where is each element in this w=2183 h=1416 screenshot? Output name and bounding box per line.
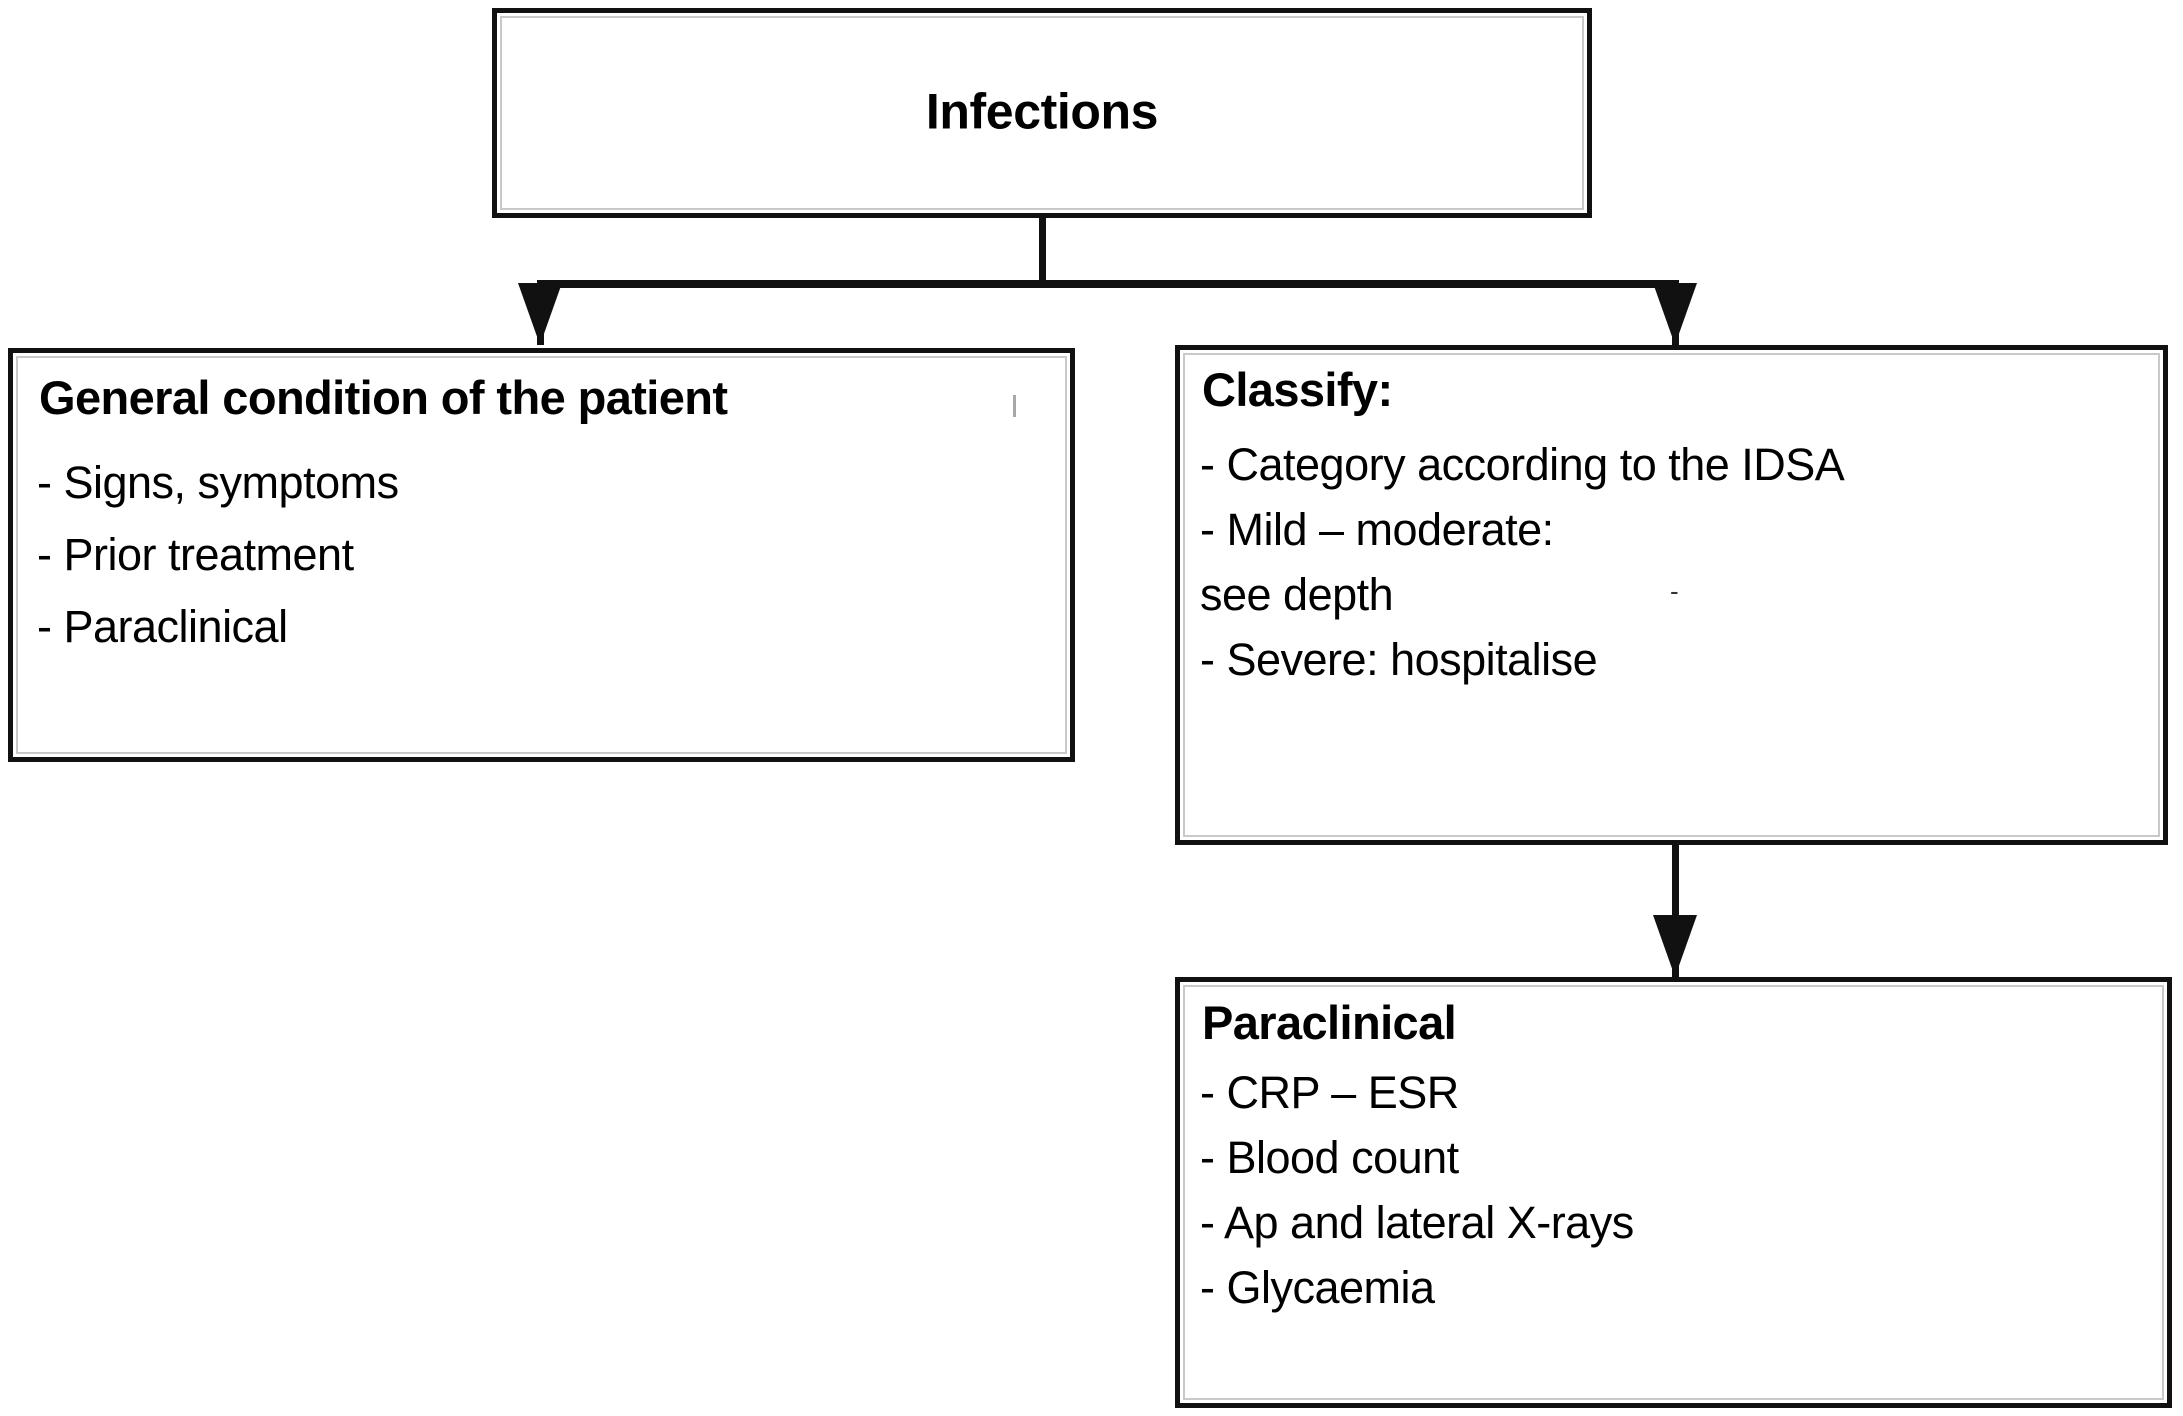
list-item: - Glycaemia: [1200, 1262, 1435, 1313]
node-classify-body: Classify: - Category according to the ID…: [1180, 350, 2163, 840]
node-general-condition-list: - Signs, symptoms - Prior treatment - Pa…: [37, 456, 1058, 672]
tick-mark-artifact: [1013, 395, 1016, 417]
list-item: - Ap and lateral X-rays: [1200, 1197, 1634, 1248]
arrow-down-icon-paraclinical: [1653, 915, 1697, 977]
arrow-down-icon-general: [518, 283, 562, 345]
list-item: - Prior treatment: [37, 529, 354, 580]
list-item: see depth: [1200, 568, 1394, 620]
node-classify[interactable]: Classify: - Category according to the ID…: [1175, 345, 2168, 845]
list-item: - Paraclinical: [37, 601, 288, 652]
node-classify-title: Classify:: [1202, 363, 1393, 416]
node-general-condition[interactable]: General condition of the patient - Signs…: [8, 348, 1075, 762]
edge-split-bar: [537, 280, 1679, 288]
list-item: - Blood count: [1200, 1132, 1459, 1183]
node-paraclinical-body: Paraclinical - CRP – ESR - Blood count -…: [1180, 982, 2167, 1403]
list-item: - Severe: hospitalise: [1200, 633, 1598, 685]
list-item: - Mild – moderate:: [1200, 503, 1554, 555]
list-item: - CRP – ESR: [1200, 1067, 1459, 1118]
dash-artifact: -: [1670, 576, 1679, 606]
edge-root-stem: [1039, 214, 1046, 287]
node-classify-list: - Category according to the IDSA - Mild …: [1200, 438, 2153, 698]
node-infections-title: Infections: [925, 83, 1159, 140]
list-item: - Category according to the IDSA: [1200, 439, 1845, 490]
node-infections-body: Infections: [497, 13, 1587, 213]
node-general-condition-title: General condition of the patient: [39, 371, 728, 424]
edge-classify-to-paraclinical-line: [1672, 843, 1679, 977]
node-paraclinical[interactable]: Paraclinical - CRP – ESR - Blood count -…: [1175, 977, 2172, 1408]
node-paraclinical-list: - CRP – ESR - Blood count - Ap and later…: [1200, 1066, 2157, 1326]
arrow-down-icon-classify: [1653, 283, 1697, 345]
list-item: - Signs, symptoms: [37, 457, 399, 508]
node-paraclinical-title: Paraclinical: [1202, 996, 1457, 1049]
node-infections[interactable]: Infections: [492, 8, 1592, 218]
node-general-condition-body: General condition of the patient - Signs…: [13, 353, 1070, 757]
